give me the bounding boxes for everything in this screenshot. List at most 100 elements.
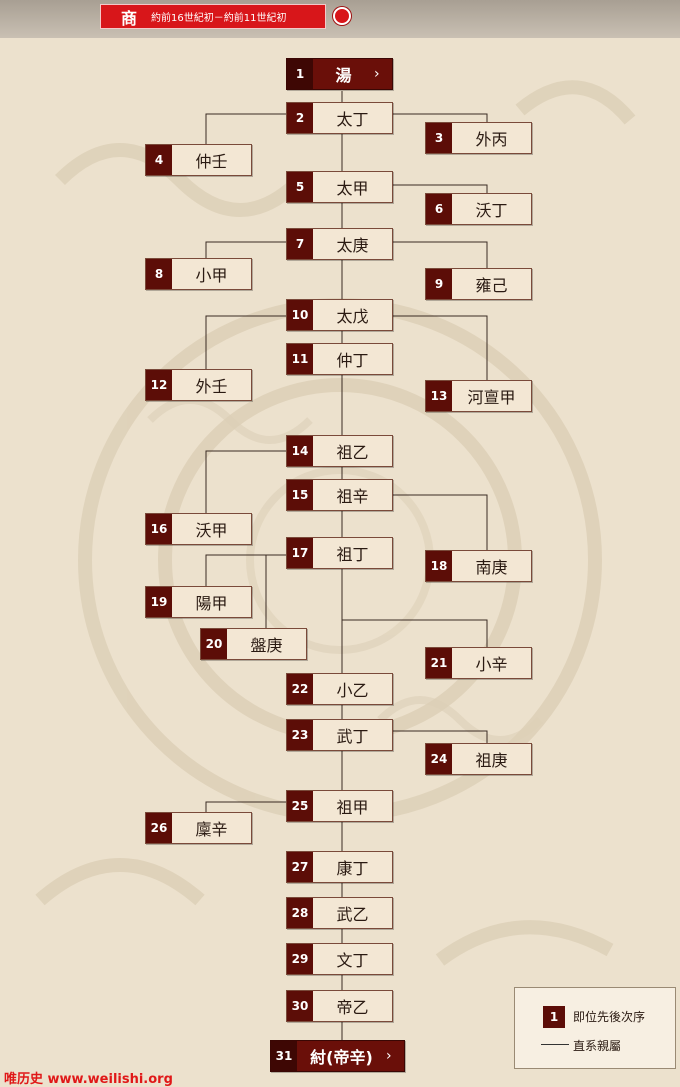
dynasty-period: 約前16世紀初－約前11世紀初 [151, 13, 287, 24]
ruler-order-number: 16 [146, 514, 172, 544]
ruler-name: 陽甲 [195, 594, 228, 613]
ruler-name: 祖乙 [336, 443, 369, 462]
ruler-name: 小甲 [195, 266, 228, 285]
ruler-order-number: 8 [146, 259, 172, 289]
ruler-name: 南庚 [475, 558, 508, 577]
ruler-node-22: 22 小乙 [286, 673, 393, 705]
ruler-order-number: 2 [287, 103, 313, 133]
ruler-order-number: 28 [287, 898, 313, 928]
ruler-name: 河亶甲 [467, 388, 516, 407]
ruler-order-number: 11 [287, 344, 313, 374]
ruler-order-number: 22 [287, 674, 313, 704]
ruler-order-number: 19 [146, 587, 172, 617]
ruler-name: 廩辛 [195, 820, 228, 839]
ruler-node-10: 10 太戊 [286, 299, 393, 331]
ruler-node-8: 8 小甲 [145, 258, 252, 290]
ruler-name: 武乙 [336, 905, 369, 924]
ruler-name: 紂(帝辛) [310, 1048, 373, 1067]
ruler-node-6: 6 沃丁 [425, 193, 532, 225]
ruler-node-25: 25 祖甲 [286, 790, 393, 822]
ruler-node-14: 14 祖乙 [286, 435, 393, 467]
ruler-order-number: 4 [146, 145, 172, 175]
ruler-node-16: 16 沃甲 [145, 513, 252, 545]
ruler-name: 外丙 [475, 130, 508, 149]
ruler-order-number: 25 [287, 791, 313, 821]
chevron-right-icon: › [386, 1048, 392, 1064]
ruler-name: 太丁 [336, 110, 369, 129]
ruler-node-18: 18 南庚 [425, 550, 532, 582]
ruler-name: 太甲 [336, 179, 369, 198]
ruler-order-number: 21 [426, 648, 452, 678]
ruler-name: 帝乙 [336, 998, 369, 1017]
ruler-name: 小辛 [475, 655, 508, 674]
ruler-order-number: 23 [287, 720, 313, 750]
ruler-order-number: 30 [287, 991, 313, 1021]
ruler-order-number: 18 [426, 551, 452, 581]
legend: 1 即位先後次序 直系親屬 [514, 987, 676, 1069]
location-pin-icon [333, 7, 351, 25]
ruler-node-15: 15 祖辛 [286, 479, 393, 511]
ruler-name: 雍己 [475, 276, 508, 295]
ruler-order-number: 14 [287, 436, 313, 466]
ruler-name: 武丁 [336, 727, 369, 746]
ruler-name: 文丁 [336, 951, 369, 970]
ruler-node-2: 2 太丁 [286, 102, 393, 134]
ruler-order-number: 26 [146, 813, 172, 843]
ruler-name: 小乙 [336, 681, 369, 700]
legend-lineage-label: 直系親屬 [573, 1039, 622, 1053]
ruler-node-20: 20 盤庚 [200, 628, 307, 660]
ruler-name: 仲壬 [195, 152, 228, 171]
ruler-node-23: 23 武丁 [286, 719, 393, 751]
legend-line-sample [541, 1044, 569, 1045]
ruler-node-13: 13 河亶甲 [425, 380, 532, 412]
ruler-node-5: 5 太甲 [286, 171, 393, 203]
site-watermark: 唯历史 www.weilishi.org [4, 1072, 173, 1087]
ruler-node-7: 7 太庚 [286, 228, 393, 260]
dynasty-title-badge: 商 約前16世紀初－約前11世紀初 [100, 4, 326, 29]
ruler-order-number: 13 [426, 381, 452, 411]
ruler-node-21: 21 小辛 [425, 647, 532, 679]
ruler-order-number: 6 [426, 194, 452, 224]
ruler-order-number: 1 [287, 59, 313, 89]
ruler-node-31[interactable]: 31 紂(帝辛) › [270, 1040, 405, 1072]
legend-sample-number: 1 [543, 1006, 565, 1028]
ruler-node-9: 9 雍己 [425, 268, 532, 300]
ruler-node-30: 30 帝乙 [286, 990, 393, 1022]
ruler-node-4: 4 仲壬 [145, 144, 252, 176]
ruler-order-number: 7 [287, 229, 313, 259]
ruler-name: 沃丁 [475, 201, 508, 220]
ruler-order-number: 5 [287, 172, 313, 202]
ruler-order-number: 9 [426, 269, 452, 299]
ruler-name: 太戊 [336, 307, 369, 326]
ruler-node-28: 28 武乙 [286, 897, 393, 929]
ruler-order-number: 3 [426, 123, 452, 153]
ruler-order-number: 31 [271, 1041, 297, 1071]
ruler-node-3: 3 外丙 [425, 122, 532, 154]
ruler-name: 祖庚 [475, 751, 508, 770]
ruler-name: 仲丁 [336, 351, 369, 370]
ruler-order-number: 29 [287, 944, 313, 974]
ruler-node-11: 11 仲丁 [286, 343, 393, 375]
ruler-name: 祖辛 [336, 487, 369, 506]
ruler-order-number: 27 [287, 852, 313, 882]
ruler-name: 太庚 [336, 236, 369, 255]
ruler-name: 祖甲 [336, 798, 369, 817]
ruler-name: 沃甲 [195, 521, 228, 540]
ruler-order-number: 10 [287, 300, 313, 330]
ruler-node-29: 29 文丁 [286, 943, 393, 975]
ruler-name: 祖丁 [336, 545, 369, 564]
ruler-name: 湯 [335, 66, 352, 85]
ruler-order-number: 17 [287, 538, 313, 568]
ruler-node-26: 26 廩辛 [145, 812, 252, 844]
ruler-order-number: 20 [201, 629, 227, 659]
ruler-node-19: 19 陽甲 [145, 586, 252, 618]
ruler-name: 盤庚 [250, 636, 283, 655]
ruler-order-number: 15 [287, 480, 313, 510]
ruler-node-17: 17 祖丁 [286, 537, 393, 569]
legend-order-label: 即位先後次序 [573, 1010, 646, 1024]
ruler-name: 外壬 [195, 377, 228, 396]
